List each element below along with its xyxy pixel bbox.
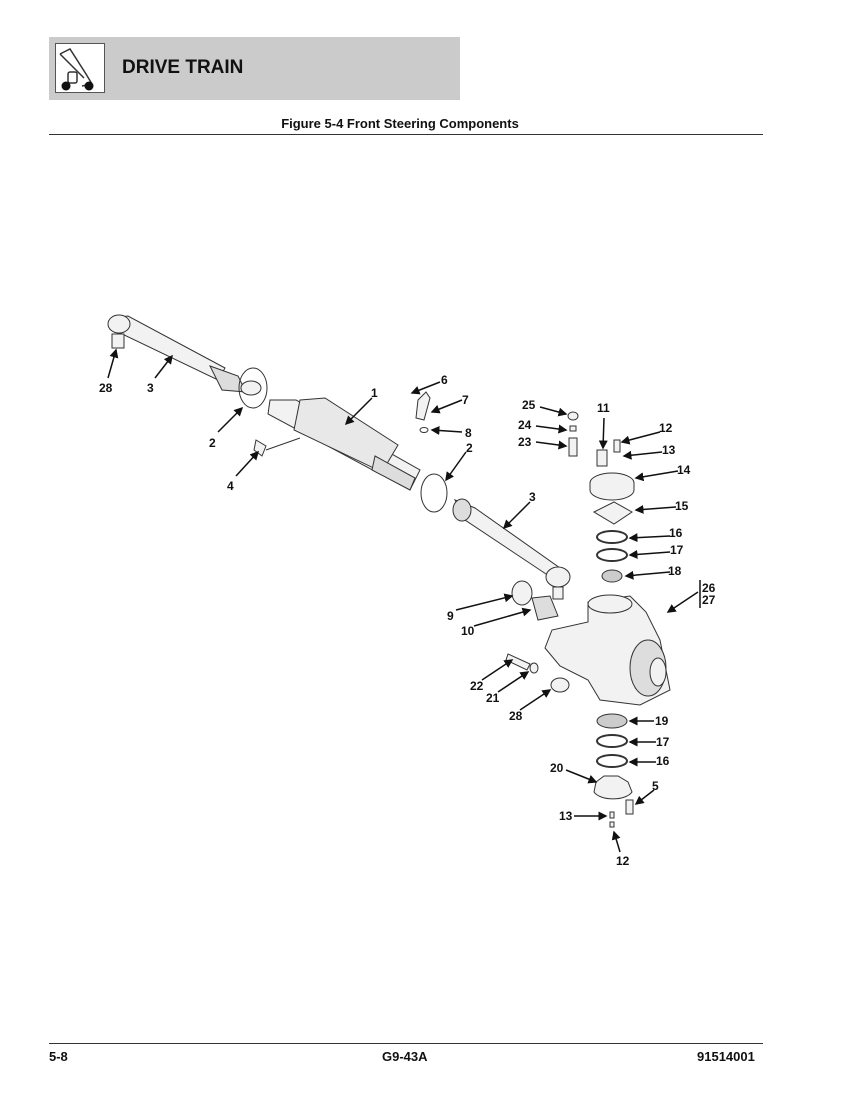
callout: 16 xyxy=(656,754,670,768)
model-number: G9-43A xyxy=(382,1049,428,1064)
callout: 6 xyxy=(441,373,448,387)
section-title: DRIVE TRAIN xyxy=(122,57,244,78)
page-number: 5-8 xyxy=(49,1049,68,1064)
callout: 22 xyxy=(470,679,484,693)
section-header: DRIVE TRAIN xyxy=(49,37,460,100)
figure-caption: Figure 5-4 Front Steering Components xyxy=(281,116,519,131)
callout: 13 xyxy=(559,809,573,823)
footer-rule xyxy=(49,1043,763,1044)
callout: 8 xyxy=(465,426,472,440)
document-number: 91514001 xyxy=(697,1049,755,1064)
callout: 21 xyxy=(486,691,500,705)
callout: 3 xyxy=(529,490,536,504)
callout: 3 xyxy=(147,381,154,395)
callout: 7 xyxy=(462,393,469,407)
callout: 9 xyxy=(447,609,454,623)
header-rule xyxy=(49,134,763,135)
callout: 27 xyxy=(702,593,716,607)
callout: 10 xyxy=(461,624,475,638)
callout: 17 xyxy=(670,543,684,557)
telehandler-icon xyxy=(55,43,105,93)
callout: 2 xyxy=(466,441,473,455)
callout: 13 xyxy=(662,443,676,457)
callout: 11 xyxy=(597,401,610,415)
callout: 12 xyxy=(659,421,673,435)
callout: 28 xyxy=(99,381,113,395)
callout: 23 xyxy=(518,435,532,449)
callout: 5 xyxy=(652,779,659,793)
callout: 15 xyxy=(675,499,689,513)
callout: 19 xyxy=(655,714,669,728)
callout: 4 xyxy=(227,479,234,493)
callout: 28 xyxy=(509,709,523,723)
callout: 24 xyxy=(518,418,532,432)
callout-labels: 28 3 2 4 1 6 7 8 2 3 25 24 23 11 12 13 1… xyxy=(99,373,716,868)
callout: 20 xyxy=(550,761,564,775)
callout: 14 xyxy=(677,463,691,477)
callout: 18 xyxy=(668,564,682,578)
callout: 17 xyxy=(656,735,670,749)
callout: 26 xyxy=(702,581,716,595)
callout: 2 xyxy=(209,436,216,450)
callout: 25 xyxy=(522,398,536,412)
callout: 1 xyxy=(371,386,378,400)
callout: 16 xyxy=(669,526,683,540)
callout: 12 xyxy=(616,854,630,868)
